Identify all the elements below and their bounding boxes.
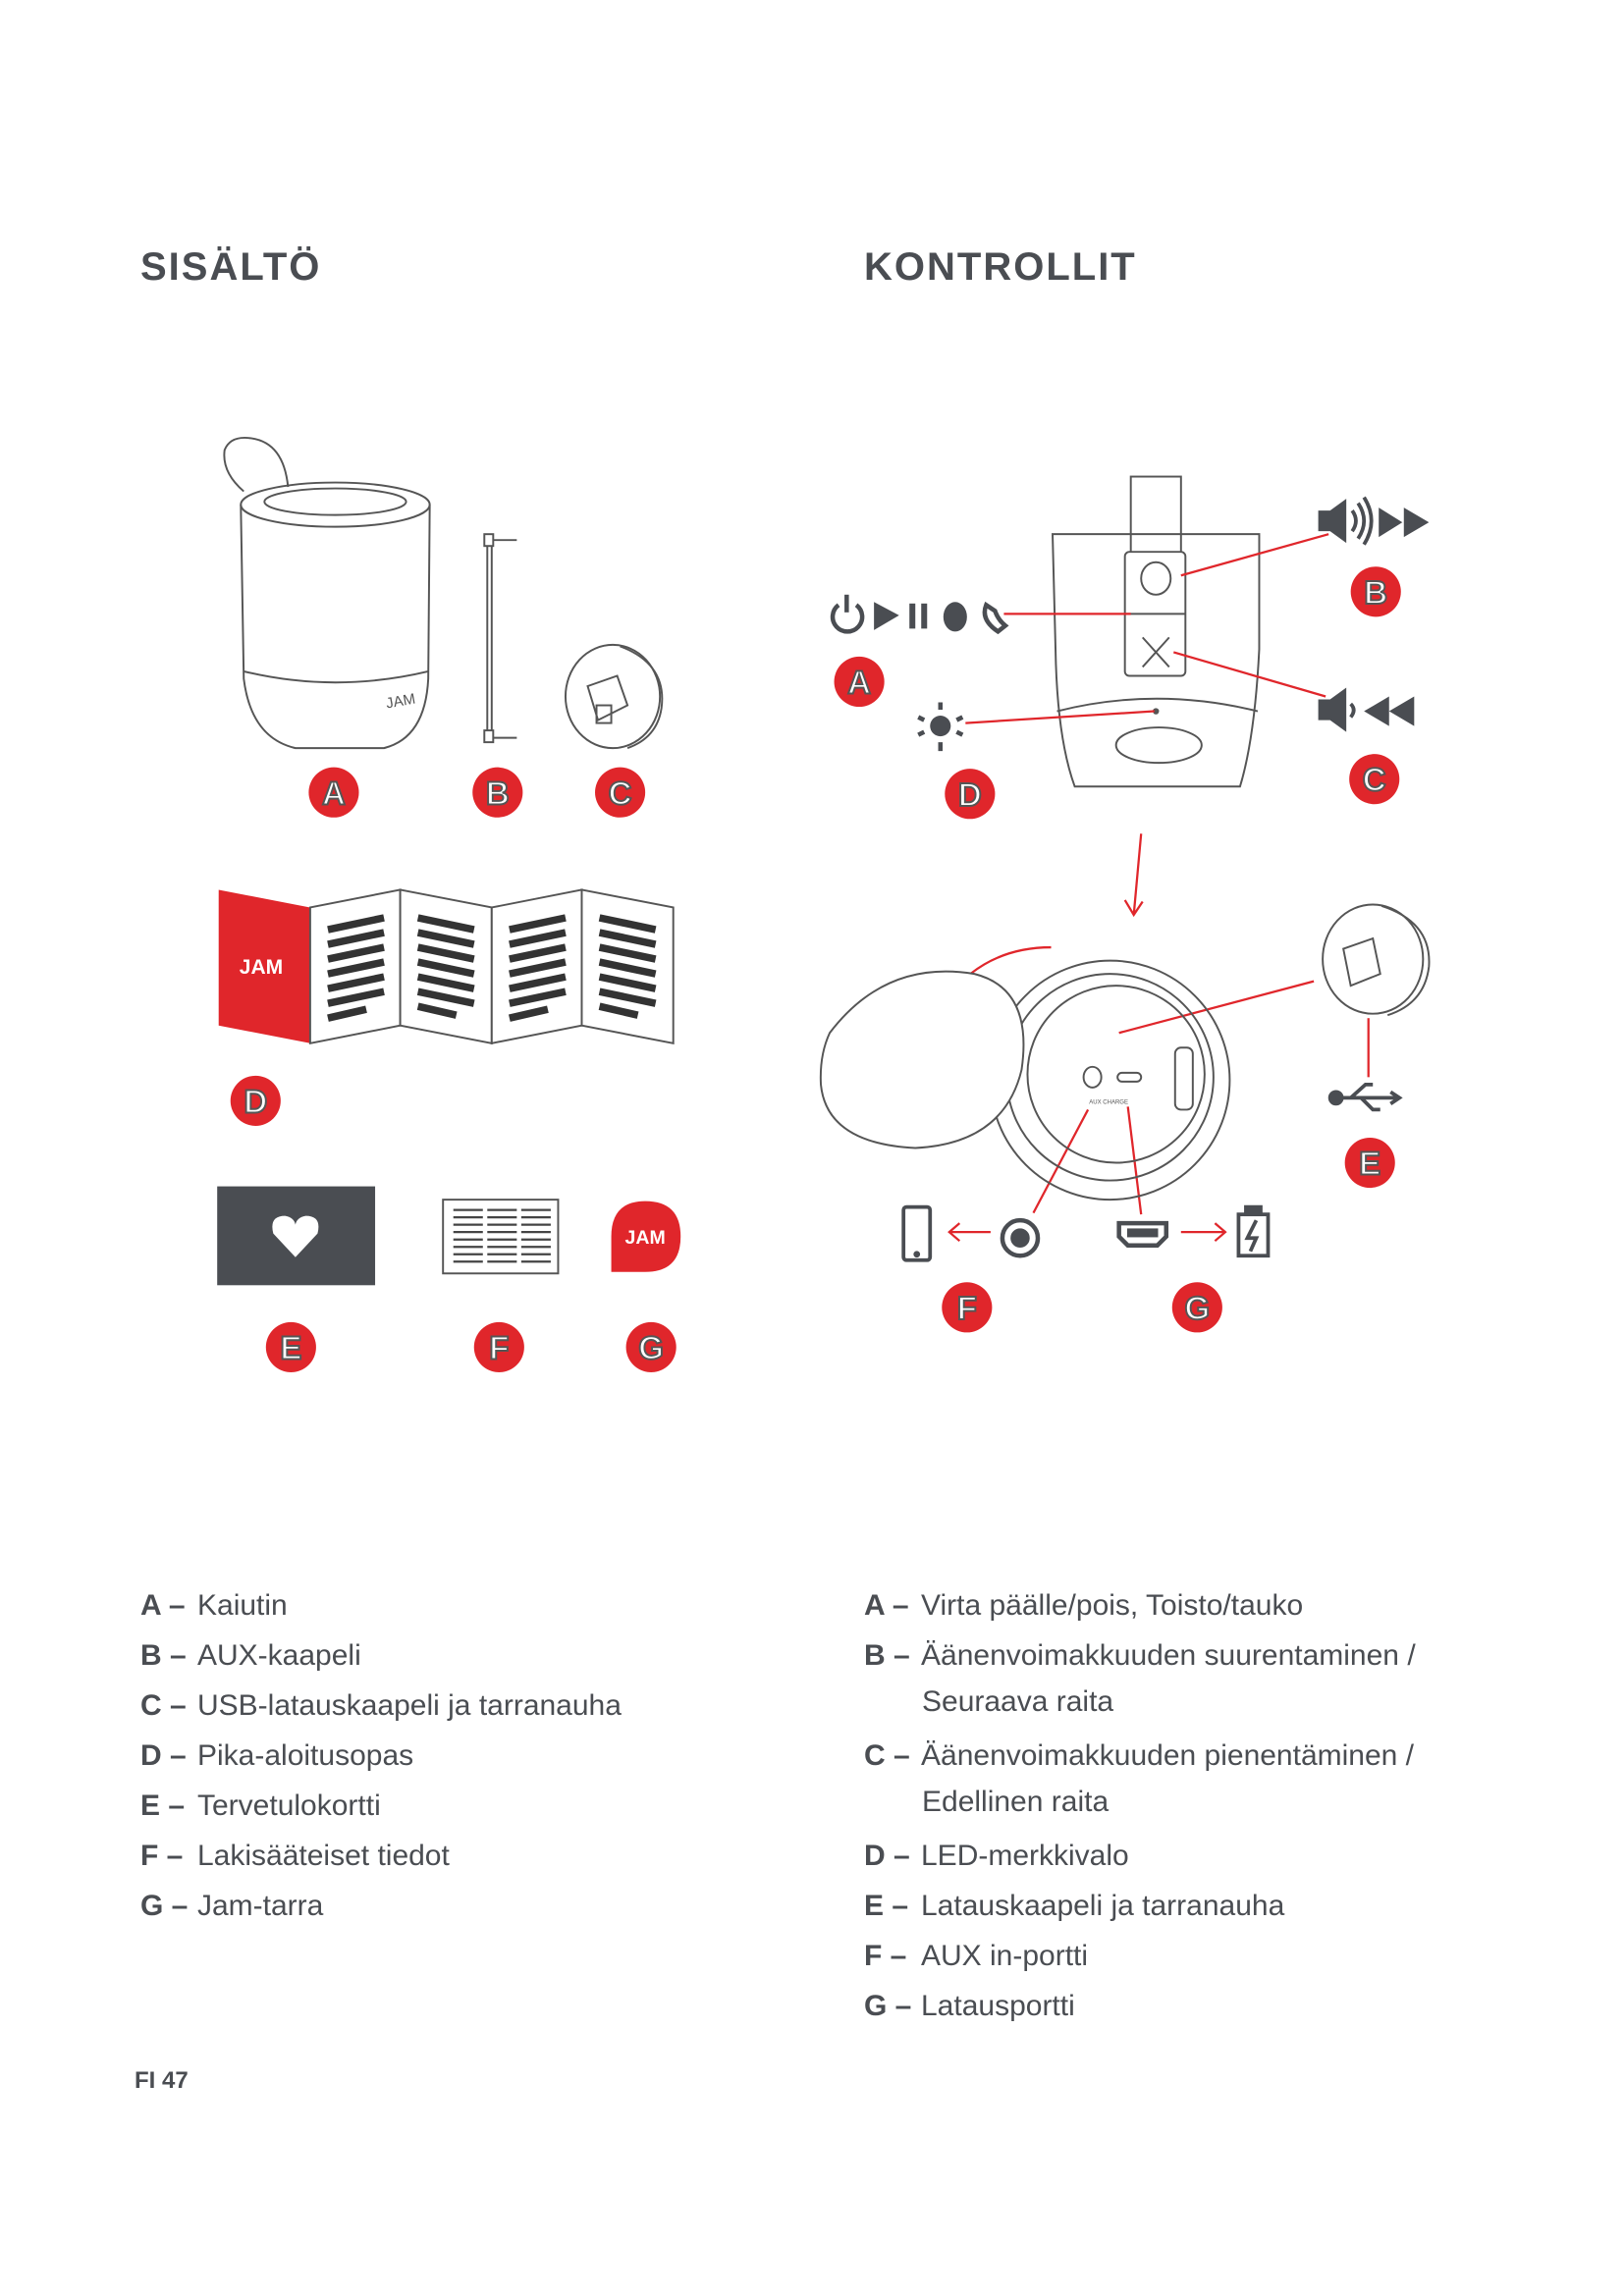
list-item: D –LED-merkkivalo: [864, 1840, 1129, 1872]
marker-f: F: [472, 1320, 525, 1373]
speaker-bottom-illustration: AUX CHARGE: [819, 959, 1231, 1201]
svg-text:G: G: [1184, 1291, 1210, 1327]
list-item: F –AUX in-portti: [864, 1940, 1089, 1972]
list-item: A –Virta päälle/pois, Toisto/tauko: [864, 1589, 1304, 1622]
marker-a: A: [833, 655, 886, 709]
svg-text:B: B: [486, 775, 510, 812]
list-item: C –USB-latauskaapeli ja tarranauha: [140, 1689, 622, 1722]
svg-text:AUX CHARGE: AUX CHARGE: [1089, 1099, 1128, 1105]
contents-list: A –Kaiutin B –AUX-kaapeli C –USB-latausk…: [140, 1580, 622, 1931]
volume-down-previous-icons: [1318, 687, 1415, 732]
phone-icon: [901, 1204, 933, 1262]
marker-d: D: [944, 768, 997, 821]
list-item-continuation: Edellinen raita: [922, 1786, 1110, 1818]
marker-c: C: [594, 766, 647, 819]
svg-text:E: E: [280, 1330, 301, 1366]
svg-text:D: D: [244, 1084, 267, 1120]
list-item: G –Jam-tarra: [140, 1890, 324, 1922]
svg-text:JAM: JAM: [240, 956, 283, 979]
charging-cable-coil-illustration: [1322, 903, 1431, 1017]
welcome-card-illustration: [217, 1186, 376, 1286]
list-item: D –Pika-aloitusopas: [140, 1739, 414, 1772]
marker-d: D: [229, 1074, 282, 1127]
svg-text:B: B: [1364, 575, 1387, 612]
list-item: B –AUX-kaapeli: [140, 1639, 361, 1672]
speaker-illustration: JAM: [223, 437, 431, 750]
marker-a: A: [307, 766, 360, 819]
callout-lines: [926, 533, 1370, 1243]
svg-text:JAM: JAM: [385, 691, 417, 713]
micro-usb-port-icon: [1116, 1220, 1169, 1248]
svg-text:A: A: [847, 666, 871, 702]
svg-text:F: F: [957, 1291, 977, 1327]
page-number: FI 47: [135, 2067, 189, 2094]
quick-start-guide-illustration: JAM: [218, 888, 675, 1044]
list-item: B –Äänenvoimakkuuden suurentaminen /: [864, 1639, 1416, 1672]
svg-text:E: E: [1359, 1147, 1380, 1183]
contents-title: SISÄLTÖ: [140, 245, 322, 289]
list-item-continuation: Seuraava raita: [922, 1685, 1114, 1718]
list-item: F –Lakisääteiset tiedot: [140, 1840, 450, 1872]
marker-g: G: [624, 1320, 677, 1373]
list-item: G –Latausportti: [864, 1990, 1075, 2022]
marker-g: G: [1170, 1281, 1223, 1334]
marker-f: F: [941, 1281, 994, 1334]
jam-sticker-illustration: JAM: [611, 1201, 681, 1272]
list-item: E –Latauskaapeli ja tarranauha: [864, 1890, 1285, 1922]
battery-icon: [1236, 1204, 1271, 1258]
diagram-markers: A B C D E F G A B C D E F G: [229, 565, 1402, 1373]
marker-b: B: [471, 766, 524, 819]
svg-text:C: C: [1363, 763, 1386, 799]
svg-text:JAM: JAM: [625, 1227, 666, 1249]
usb-cable-coil-illustration: [564, 643, 664, 750]
marker-e: E: [1343, 1137, 1396, 1190]
speaker-back-illustration: [1052, 475, 1261, 788]
svg-text:A: A: [322, 775, 346, 812]
controls-list: A –Virta päälle/pois, Toisto/tauko B –Ää…: [864, 1580, 1416, 2031]
svg-text:D: D: [958, 777, 982, 814]
aux-cable-illustration: [483, 533, 517, 744]
svg-text:C: C: [609, 775, 632, 812]
aux-port-icon: [1000, 1217, 1041, 1258]
marker-c: C: [1348, 753, 1401, 806]
list-item: A –Kaiutin: [140, 1589, 288, 1622]
svg-text:G: G: [638, 1330, 664, 1366]
list-item: E –Tervetulokortti: [140, 1789, 381, 1822]
usb-icon: [1327, 1082, 1403, 1112]
controls-title: KONTROLLIT: [864, 245, 1137, 289]
legal-sheet-illustration: [442, 1199, 560, 1275]
volume-up-next-icons: [1318, 496, 1430, 546]
svg-text:F: F: [489, 1330, 509, 1366]
led-icon: [917, 702, 964, 752]
list-item: C –Äänenvoimakkuuden pienentäminen /: [864, 1739, 1415, 1772]
marker-b: B: [1349, 565, 1402, 618]
marker-e: E: [264, 1320, 317, 1373]
play-controls-icons: [830, 594, 1009, 635]
